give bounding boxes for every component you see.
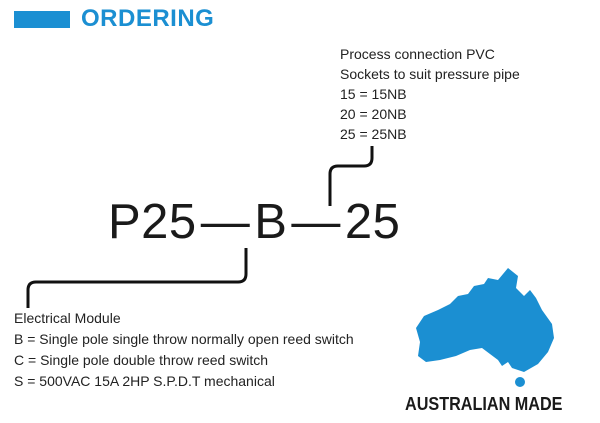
code-separator: — (291, 195, 341, 249)
header-accent-bar (14, 11, 70, 28)
code-process-connection: 25 (344, 195, 401, 249)
section-title: ORDERING (81, 5, 215, 32)
order-code: P25—B—25 (108, 194, 400, 250)
process-connection-title: Process connection PVC (340, 46, 495, 62)
electrical-module-option: B = Single pole single throw normally op… (14, 331, 354, 347)
process-connection-option: 20 = 20NB (340, 106, 407, 122)
electrical-module-option: C = Single pole double throw reed switch (14, 352, 269, 368)
electrical-module-title: Electrical Module (14, 310, 121, 326)
australian-made-logo-text: AUSTRALIAN MADE (405, 394, 563, 414)
code-electrical-module: B (254, 195, 288, 249)
electrical-module-note: Electrical Module B = Single pole single… (14, 308, 354, 392)
code-model: P25 (108, 195, 197, 249)
code-separator: — (200, 195, 251, 249)
process-connection-note: Process connection PVC Sockets to suit p… (340, 44, 520, 144)
process-connection-desc: Sockets to suit pressure pipe (340, 66, 520, 82)
electrical-module-option: S = 500VAC 15A 2HP S.P.D.T mechanical (14, 373, 275, 389)
process-connection-option: 25 = 25NB (340, 126, 407, 142)
electrical-module-connector (26, 248, 248, 308)
process-connection-connector (328, 146, 374, 206)
australia-map-icon (412, 266, 562, 394)
process-connection-option: 15 = 15NB (340, 86, 407, 102)
